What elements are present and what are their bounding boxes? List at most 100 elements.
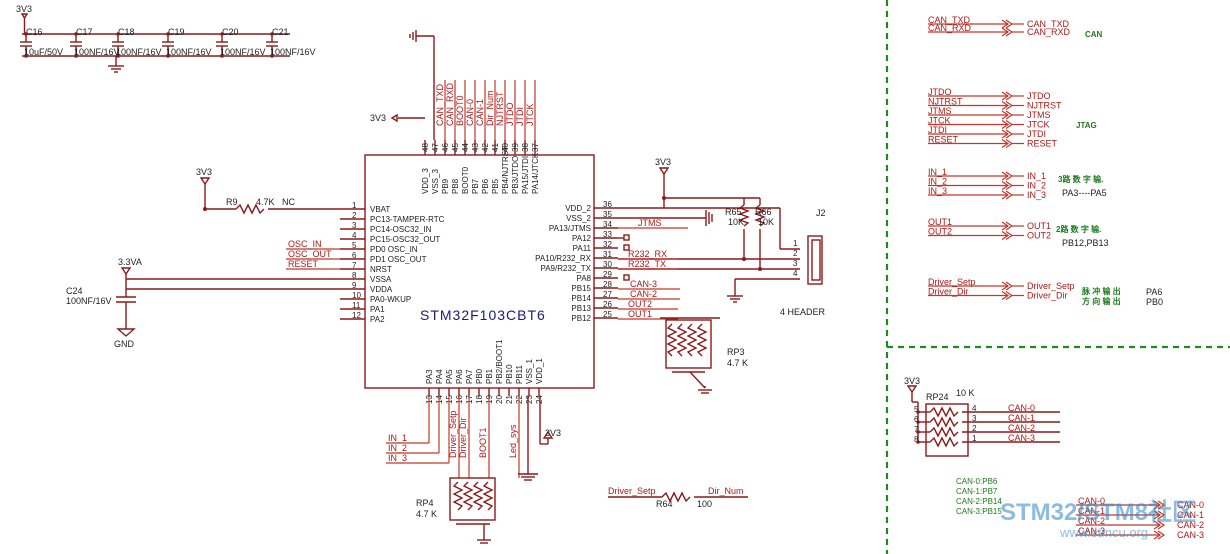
left-pin-num: 10 — [352, 291, 361, 300]
decoupling-cap-bank: 3V3 C1610uF/50VC17100NF/16VC18100NF/16VC… — [16, 4, 316, 73]
bottom-pin-name: PA7 — [465, 369, 474, 384]
rp4-value: 4.7 K — [416, 509, 437, 519]
can-bottom-in: CAN-0 — [1078, 496, 1105, 506]
top-net-label: CAN_TXD — [435, 83, 445, 126]
outputs-note: 2路 数 字 输. — [1056, 224, 1101, 234]
top-pin-num: 39 — [511, 143, 520, 152]
cap-ref-1: C17 — [76, 27, 93, 37]
top-net-label: CAN_RXD — [445, 82, 455, 126]
top-pin-name: PA15/JTDI — [521, 156, 530, 194]
left-pin-name: PA2 — [370, 315, 385, 324]
j2-header: J2 4 HEADER 1 2 3 4 — [780, 208, 826, 317]
top-pin-num: 44 — [461, 143, 470, 152]
top-pin-name: PB5 — [491, 178, 500, 194]
bottom-pin-num: 20 — [495, 395, 504, 404]
cap-ref-0: C16 — [26, 27, 43, 37]
left-pin-num: 1 — [352, 201, 357, 210]
right-pin-num: 29 — [603, 270, 612, 279]
port-in-label: IN_1 — [928, 167, 947, 177]
r64-in-net: Driver_Setp — [608, 486, 656, 496]
bottom-pin-name: PB2/BOOT1 — [495, 339, 504, 384]
can-bottom-in: CAN-3 — [1078, 526, 1105, 536]
can-bottom-in: CAN-1 — [1078, 506, 1105, 516]
bottom-vdd-label: 3V3 — [545, 428, 561, 438]
port-in-label: Driver_Dir — [928, 287, 969, 297]
right-pin-name: PB12 — [571, 314, 591, 323]
top-pin-name: PB4/NJTRST — [501, 146, 510, 194]
top-net-label: CAN-1 — [475, 99, 485, 126]
cap-ref-5: C21 — [272, 27, 289, 37]
cap-value-3: 100NF/16V — [166, 47, 212, 57]
j2-pin1: 1 — [793, 239, 798, 248]
top-pin-num: 47 — [431, 143, 440, 152]
top-net-label: NJTRST — [495, 91, 505, 126]
port-out-label: Driver_Dir — [1027, 291, 1068, 301]
c24-circuit: 3.3VA C24 100NF/16V GND — [66, 257, 340, 349]
r66-ref: R66 — [755, 207, 772, 217]
port-in-label: IN_2 — [928, 177, 947, 187]
right-pin-name: VDD_2 — [565, 204, 591, 213]
port-out-label: NJTRST — [1027, 101, 1062, 111]
left-pin-num: 6 — [352, 251, 357, 260]
right-pin-num: 27 — [603, 290, 612, 299]
port-in-label: IN_3 — [928, 186, 947, 196]
can-bottom-out: CAN-1 — [1177, 510, 1204, 520]
port-in-label: CAN_TXD — [928, 15, 971, 25]
can-note: CAN — [1085, 30, 1103, 39]
top-vdd-label: 3V3 — [370, 113, 386, 123]
cap-value-5: 100NF/16V — [270, 47, 316, 57]
top-net-label: JTDI — [515, 107, 525, 126]
port-in-label: Driver_Setp — [928, 277, 976, 287]
r64-out-net: Dir_Num — [708, 486, 744, 496]
rp24-pin-right: 3 — [972, 414, 977, 423]
right-pin-name: PB15 — [571, 284, 591, 293]
right-net-label: JTMS — [638, 218, 662, 228]
top-pin-num: 41 — [491, 143, 500, 152]
left-net-label: OSC_IN — [288, 239, 322, 249]
right-pin-name: PA11 — [573, 244, 592, 253]
bottom-pin-num: 23 — [525, 395, 534, 404]
port-in-label: OUT1 — [928, 217, 952, 227]
rp24-pin-left: 8 — [914, 435, 919, 444]
left-pin-name: PD0 OSC_IN — [370, 245, 418, 254]
mcu-top-power: 3V3 — [370, 30, 435, 140]
left-pin-name: VBAT — [370, 205, 390, 214]
driver-pin-a: PA6 — [1146, 287, 1162, 297]
top-pin-num: 42 — [481, 143, 490, 152]
port-in-label: JTDI — [928, 125, 947, 135]
driver-note-b: 方 向 输 出 — [1082, 296, 1121, 306]
left-pin-num: 4 — [352, 231, 357, 240]
cap-ref-4: C20 — [222, 27, 239, 37]
in-net-label: IN_2 — [388, 443, 407, 453]
left-pin-num: 2 — [352, 211, 357, 220]
can-bottom-out: CAN-2 — [1177, 520, 1204, 530]
left-pin-name: NRST — [370, 265, 392, 274]
bottom-pin-name: PB11 — [515, 364, 524, 384]
c24-supply-label: 3.3VA — [118, 257, 142, 267]
port-in-label: OUT2 — [928, 227, 952, 237]
can-map-entry: CAN-0:PB6 — [956, 477, 998, 486]
right-pin-name: PA8 — [576, 274, 591, 283]
j2-pin3: 3 — [793, 259, 798, 268]
jtag-note: JTAG — [1076, 121, 1097, 130]
top-pin-name: PB7 — [471, 178, 480, 194]
port-out-label: CAN_TXD — [1027, 19, 1070, 29]
left-pin-num: 9 — [352, 281, 357, 290]
left-net-label: OSC_OUT — [288, 249, 332, 259]
top-pin-num: 46 — [441, 143, 450, 152]
driver-note-a: 脉 冲 输 出 — [1081, 286, 1121, 296]
port-out-label: RESET — [1027, 139, 1058, 149]
rp24-pin-right: 2 — [972, 424, 977, 433]
can-bottom-out: CAN-3 — [1177, 530, 1204, 540]
top-pin-num: 48 — [421, 143, 430, 152]
r9-supply-label: 3V3 — [196, 167, 212, 177]
r9-note: NC — [282, 197, 295, 207]
r64-ref: R64 — [656, 499, 673, 509]
can-map-entry: CAN-3:PB15 — [956, 507, 1002, 516]
c24-value: 100NF/16V — [66, 296, 112, 306]
top-net-label: JTDO — [505, 103, 515, 127]
bottom-net-label: Driver_Setp — [448, 410, 458, 458]
